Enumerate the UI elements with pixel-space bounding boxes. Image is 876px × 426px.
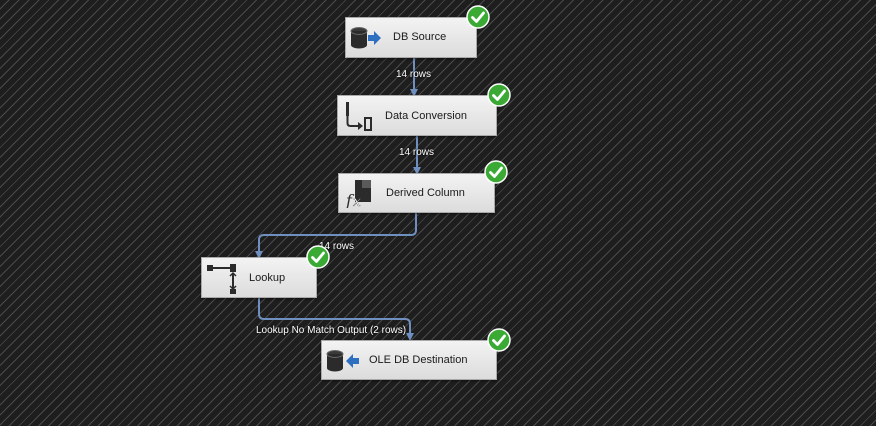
derived-column-component[interactable]: f x Derived Column — [338, 173, 495, 213]
success-check-icon — [466, 5, 490, 29]
svg-text:f: f — [345, 191, 355, 208]
path-label-source-to-conversion: 14 rows — [396, 69, 432, 80]
path-label-derived-to-lookup: 14 rows — [319, 241, 355, 252]
lookup-component[interactable]: Lookup — [201, 257, 317, 298]
lookup-label: Lookup — [249, 272, 286, 284]
db-source-component[interactable]: DB Source — [345, 17, 477, 58]
success-check-icon — [487, 328, 511, 352]
ole-db-destination-label: OLE DB Destination — [369, 354, 468, 366]
database-destination-icon — [326, 349, 360, 378]
path-derived-to-lookup[interactable] — [255, 213, 417, 259]
success-check-icon — [484, 160, 508, 184]
success-check-icon — [306, 245, 330, 269]
database-source-icon — [350, 26, 382, 55]
lookup-icon — [206, 261, 240, 300]
success-check-icon — [487, 83, 511, 107]
path-lookup-to-destination[interactable] — [258, 298, 414, 341]
svg-text:x: x — [353, 194, 361, 208]
fx-derived-column-icon: f x — [345, 178, 373, 213]
derived-column-label: Derived Column — [386, 187, 465, 199]
data-conversion-label: Data Conversion — [385, 110, 467, 122]
path-label-conversion-to-derived: 14 rows — [399, 147, 435, 158]
path-label-lookup-to-destination: Lookup No Match Output (2 rows) — [256, 325, 407, 336]
data-conversion-component[interactable]: Data Conversion — [337, 95, 497, 136]
ole-db-destination-component[interactable]: OLE DB Destination — [321, 340, 497, 380]
db-source-label: DB Source — [393, 31, 447, 43]
data-conversion-icon — [344, 101, 372, 136]
